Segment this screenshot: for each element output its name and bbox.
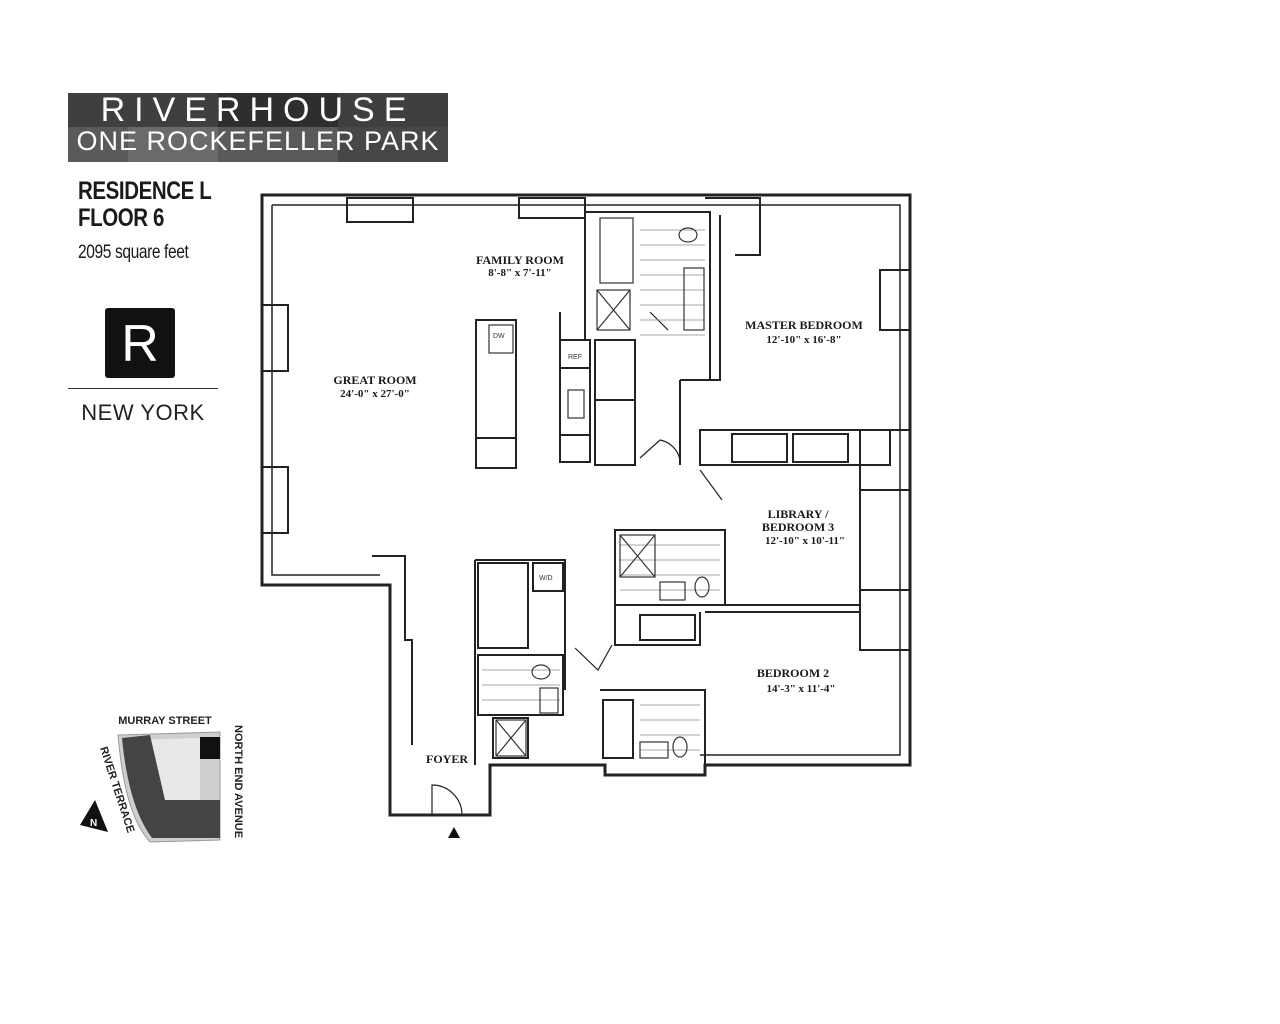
entry-arrow-icon bbox=[448, 827, 460, 838]
street-north-end: NORTH END AVENUE bbox=[232, 725, 244, 838]
residence-area: 2095 square feet bbox=[78, 242, 189, 263]
logo-city: NEW YORK bbox=[81, 400, 205, 425]
room-great-dims: 24'-0" x 27'-0" bbox=[340, 388, 410, 400]
room-bedroom2-name: BEDROOM 2 bbox=[757, 666, 829, 680]
room-family-dims: 8'-8" x 7'-11" bbox=[488, 267, 552, 279]
site-map: MURRAY STREET RIVER TERRACE NORTH END AV… bbox=[80, 715, 244, 843]
residence-heading: RESIDENCE L FLOOR 6 bbox=[78, 177, 212, 232]
exterior-wall bbox=[260, 193, 912, 817]
room-family-name: FAMILY ROOM bbox=[476, 253, 564, 267]
room-library-name: LIBRARY / bbox=[768, 507, 829, 521]
refrigerator-label: REF bbox=[568, 354, 582, 361]
room-bedroom2-dims: 14'-3" x 11'-4" bbox=[766, 683, 835, 695]
room-library-dims: 12'-10" x 10'-11" bbox=[765, 535, 845, 547]
north-arrow-icon bbox=[80, 800, 108, 832]
dishwasher-label: DW bbox=[493, 333, 505, 340]
north-label: N bbox=[90, 818, 97, 829]
brand-title: RIVERHOUSE bbox=[100, 93, 416, 129]
residence-floor: FLOOR 6 bbox=[78, 204, 164, 232]
room-master-name: MASTER BEDROOM bbox=[745, 318, 863, 332]
r-logo-icon: R bbox=[105, 308, 175, 378]
room-master-dims: 12'-10" x 16'-8" bbox=[766, 334, 841, 346]
washer-dryer-label: W/D bbox=[539, 575, 553, 582]
brand-banner: RIVERHOUSE ONE ROCKEFELLER PARK bbox=[68, 93, 448, 162]
brand-subtitle: ONE ROCKEFELLER PARK bbox=[76, 126, 440, 156]
room-library-name2: BEDROOM 3 bbox=[762, 520, 834, 534]
residence-name: RESIDENCE L bbox=[78, 177, 212, 205]
room-great-name: GREAT ROOM bbox=[333, 373, 416, 387]
logo-letter: R bbox=[121, 315, 159, 373]
street-murray: MURRAY STREET bbox=[118, 715, 212, 727]
room-foyer-name: FOYER bbox=[426, 752, 468, 766]
logo-divider bbox=[68, 388, 218, 389]
